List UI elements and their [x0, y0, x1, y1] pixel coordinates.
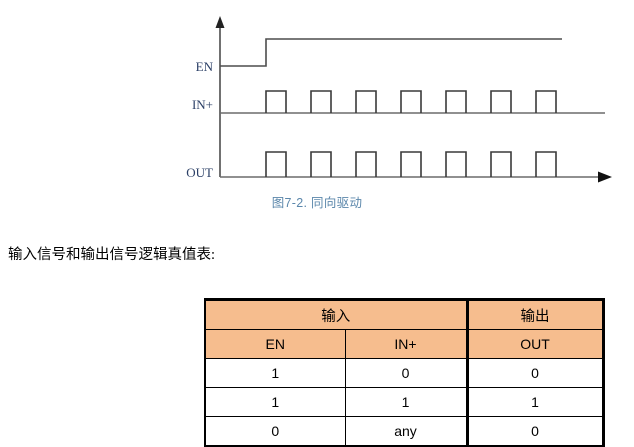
in-plus-waveform [220, 90, 605, 114]
header-col-out: OUT [465, 329, 605, 359]
cell-in-plus: 1 [344, 387, 468, 417]
signal-label-in-plus: IN+ [192, 97, 213, 112]
cell-en: 1 [204, 387, 346, 417]
out-waveform [220, 151, 612, 183]
cell-out: 1 [465, 387, 605, 417]
cell-in-plus: 0 [344, 358, 468, 388]
table-row: 0 any 0 [204, 416, 605, 447]
header-group-output: 输出 [465, 298, 605, 330]
header-col-in-plus: IN+ [344, 329, 468, 359]
body-paragraph: 输入信号和输出信号逻辑真值表: [8, 247, 216, 263]
cell-out: 0 [465, 358, 605, 388]
cell-en: 1 [204, 358, 346, 388]
table-row: 1 0 0 [204, 358, 605, 388]
waveform-figure: EN IN+ OUT 图7-2. 同向驱动 [186, 16, 612, 210]
cell-en: 0 [204, 416, 346, 447]
en-waveform [220, 38, 562, 67]
y-axis [215, 16, 225, 177]
header-group-input: 输入 [204, 298, 468, 330]
waveform-svg: EN IN+ OUT [186, 16, 612, 183]
cell-out: 0 [465, 416, 605, 447]
truth-table: 输入 输出 EN IN+ OUT 1 0 0 1 1 1 0 any 0 [204, 298, 605, 447]
signal-label-out: OUT [186, 165, 213, 180]
signal-label-en: EN [196, 59, 214, 74]
cell-in-plus: any [344, 416, 468, 447]
table-column-header-row: EN IN+ OUT [204, 329, 605, 359]
table-group-header-row: 输入 输出 [204, 298, 605, 330]
table-row: 1 1 1 [204, 387, 605, 417]
header-col-en: EN [204, 329, 346, 359]
figure-caption: 图7-2. 同向驱动 [271, 196, 363, 210]
